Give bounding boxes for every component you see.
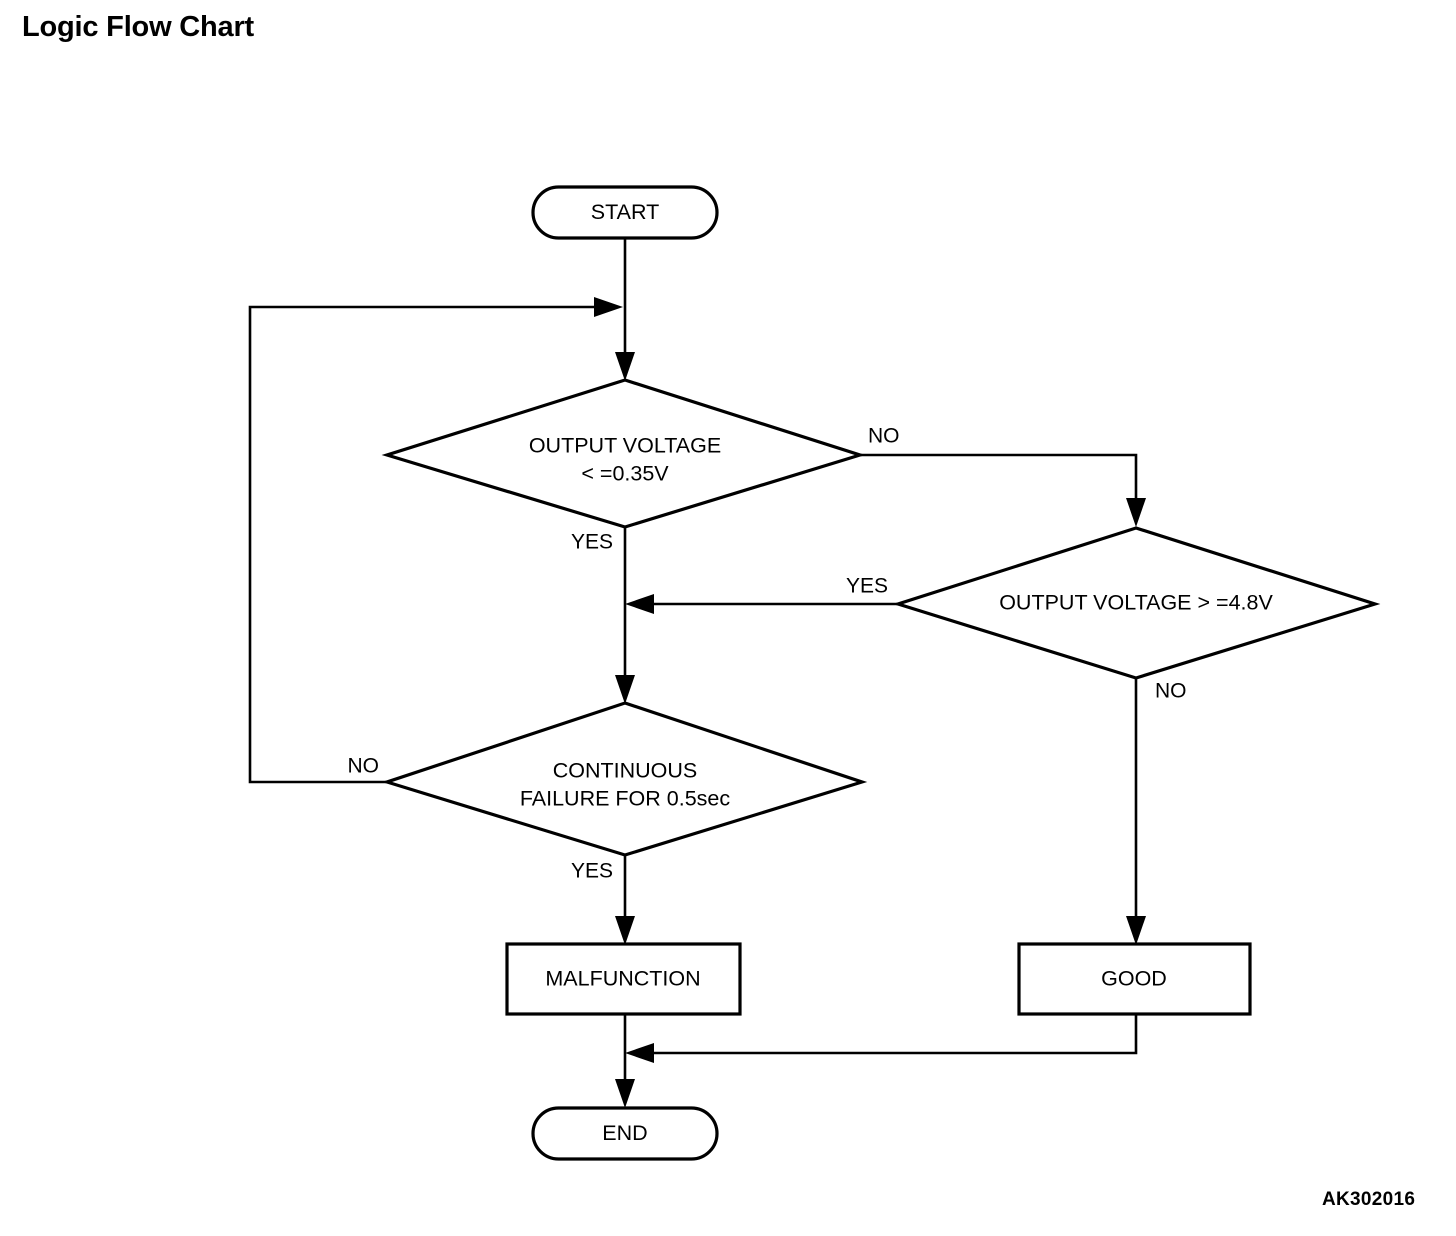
edge-label-continuous-no: NO xyxy=(348,755,380,778)
arrowhead-icon xyxy=(615,675,635,704)
arrowhead-icon xyxy=(615,1079,635,1108)
decision-high-shape xyxy=(892,526,1381,680)
node-end[interactable]: END xyxy=(531,1106,719,1161)
edge-label-continuous-yes: YES xyxy=(571,860,613,883)
decision-continuous-shape xyxy=(381,701,868,857)
edge-label-low-no: NO xyxy=(868,425,900,448)
edge-label-low-yes: YES xyxy=(571,531,613,554)
figure-code: AK302016 xyxy=(1322,1189,1416,1210)
malfunction-label: MALFUNCTION xyxy=(545,967,700,991)
decision-low-label-line1: OUTPUT VOLTAGE xyxy=(529,434,721,458)
decision-low-label-line2: < =0.35V xyxy=(581,462,669,486)
node-decision-output-voltage-high[interactable]: OUTPUT VOLTAGE > =4.8V xyxy=(892,526,1381,680)
edge-label-high-no: NO xyxy=(1155,680,1187,703)
connector-start-to-decision-low xyxy=(615,238,635,381)
arrowhead-icon xyxy=(625,594,654,614)
start-shape xyxy=(531,185,719,240)
edge-label-high-yes: YES xyxy=(846,575,888,598)
good-shape xyxy=(1017,942,1252,1016)
connector-low-yes-to-continuous xyxy=(615,527,635,704)
node-decision-continuous-failure[interactable]: CONTINUOUS FAILURE FOR 0.5sec xyxy=(381,701,868,857)
good-label: GOOD xyxy=(1101,967,1167,991)
connector-low-no-to-decision-high xyxy=(860,453,1146,527)
connector-high-no-to-good xyxy=(1126,678,1146,945)
arrowhead-icon xyxy=(615,916,635,945)
connector-continuous-no-feedback xyxy=(248,297,623,784)
node-good[interactable]: GOOD xyxy=(1017,942,1252,1016)
arrowhead-icon xyxy=(1126,916,1146,945)
arrowhead-icon xyxy=(1126,498,1146,527)
arrowhead-icon xyxy=(615,352,635,381)
decision-continuous-label-line2: FAILURE FOR 0.5sec xyxy=(520,787,731,811)
node-malfunction[interactable]: MALFUNCTION xyxy=(505,942,742,1016)
node-decision-output-voltage-low[interactable]: OUTPUT VOLTAGE < =0.35V xyxy=(381,378,866,529)
arrowhead-icon xyxy=(625,1043,654,1063)
arrowhead-icon xyxy=(594,297,623,317)
decision-continuous-label-line1: CONTINUOUS xyxy=(553,759,698,783)
page-title: Logic Flow Chart xyxy=(22,11,255,43)
end-label: END xyxy=(602,1121,647,1145)
decision-high-label-line1: OUTPUT VOLTAGE > =4.8V xyxy=(999,591,1273,615)
connector-continuous-yes-to-malfunction xyxy=(615,855,635,945)
node-start[interactable]: START xyxy=(531,185,719,240)
connector-high-yes-to-continuous xyxy=(625,594,898,614)
malfunction-shape xyxy=(505,942,742,1016)
start-label: START xyxy=(591,200,660,224)
connector-malfunction-to-end xyxy=(615,1014,635,1108)
decision-low-shape xyxy=(381,378,866,529)
connector-good-to-end xyxy=(625,1014,1138,1063)
end-shape xyxy=(531,1106,719,1161)
